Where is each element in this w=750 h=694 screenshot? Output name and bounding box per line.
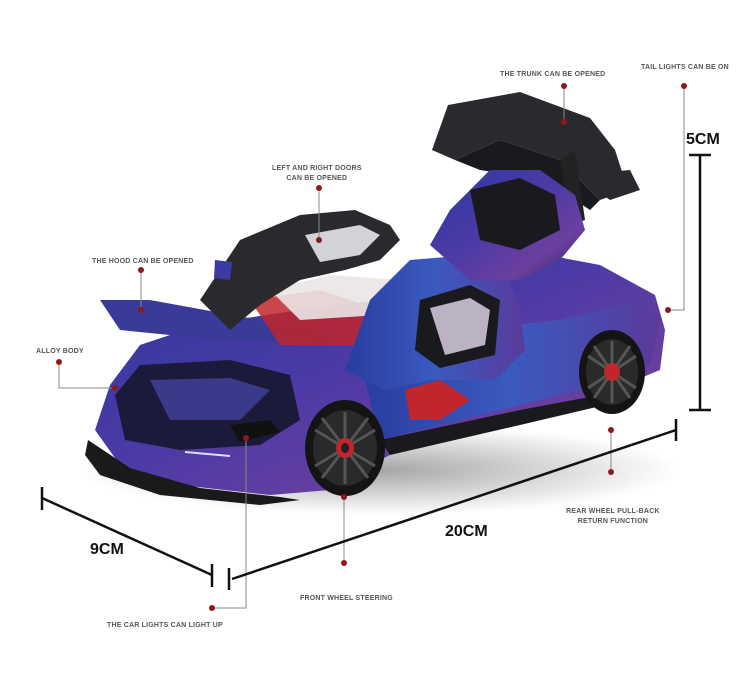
left-door bbox=[200, 210, 400, 330]
trunk-label: THE TRUNK CAN BE OPENED bbox=[500, 71, 606, 78]
front-wheel-label: FRONT WHEEL STEERING bbox=[300, 595, 393, 602]
callout-dots bbox=[56, 83, 687, 611]
rear-wheel bbox=[579, 330, 645, 414]
right-door bbox=[345, 170, 640, 390]
tail-lights-label: TAIL LIGHTS CAN BE ON bbox=[641, 64, 729, 71]
width-dimension-label: 9CM bbox=[90, 541, 124, 558]
rear-wheel-label: REAR WHEEL PULL-BACK RETURN FUNCTION bbox=[566, 507, 660, 527]
rear-wheel-label-line2: RETURN FUNCTION bbox=[577, 518, 648, 525]
dimension-lines bbox=[40, 153, 711, 590]
alloy-body-label: ALLOY BODY bbox=[36, 348, 84, 355]
rear-wheel-label-line1: REAR WHEEL PULL-BACK bbox=[566, 508, 660, 515]
doors-label-line1: LEFT AND RIGHT DOORS bbox=[272, 165, 362, 172]
front-wheel bbox=[305, 400, 385, 496]
length-dimension-label: 20CM bbox=[445, 523, 488, 540]
doors-label-line2: CAN BE OPENED bbox=[286, 175, 348, 182]
hood-label: THE HOOD CAN BE OPENED bbox=[92, 258, 194, 265]
doors-label: LEFT AND RIGHT DOORS CAN BE OPENED bbox=[272, 164, 362, 184]
height-dimension-label: 5CM bbox=[686, 131, 720, 148]
leader-lines bbox=[58, 86, 685, 609]
car-lights-label: THE CAR LIGHTS CAN LIGHT UP bbox=[107, 622, 223, 629]
